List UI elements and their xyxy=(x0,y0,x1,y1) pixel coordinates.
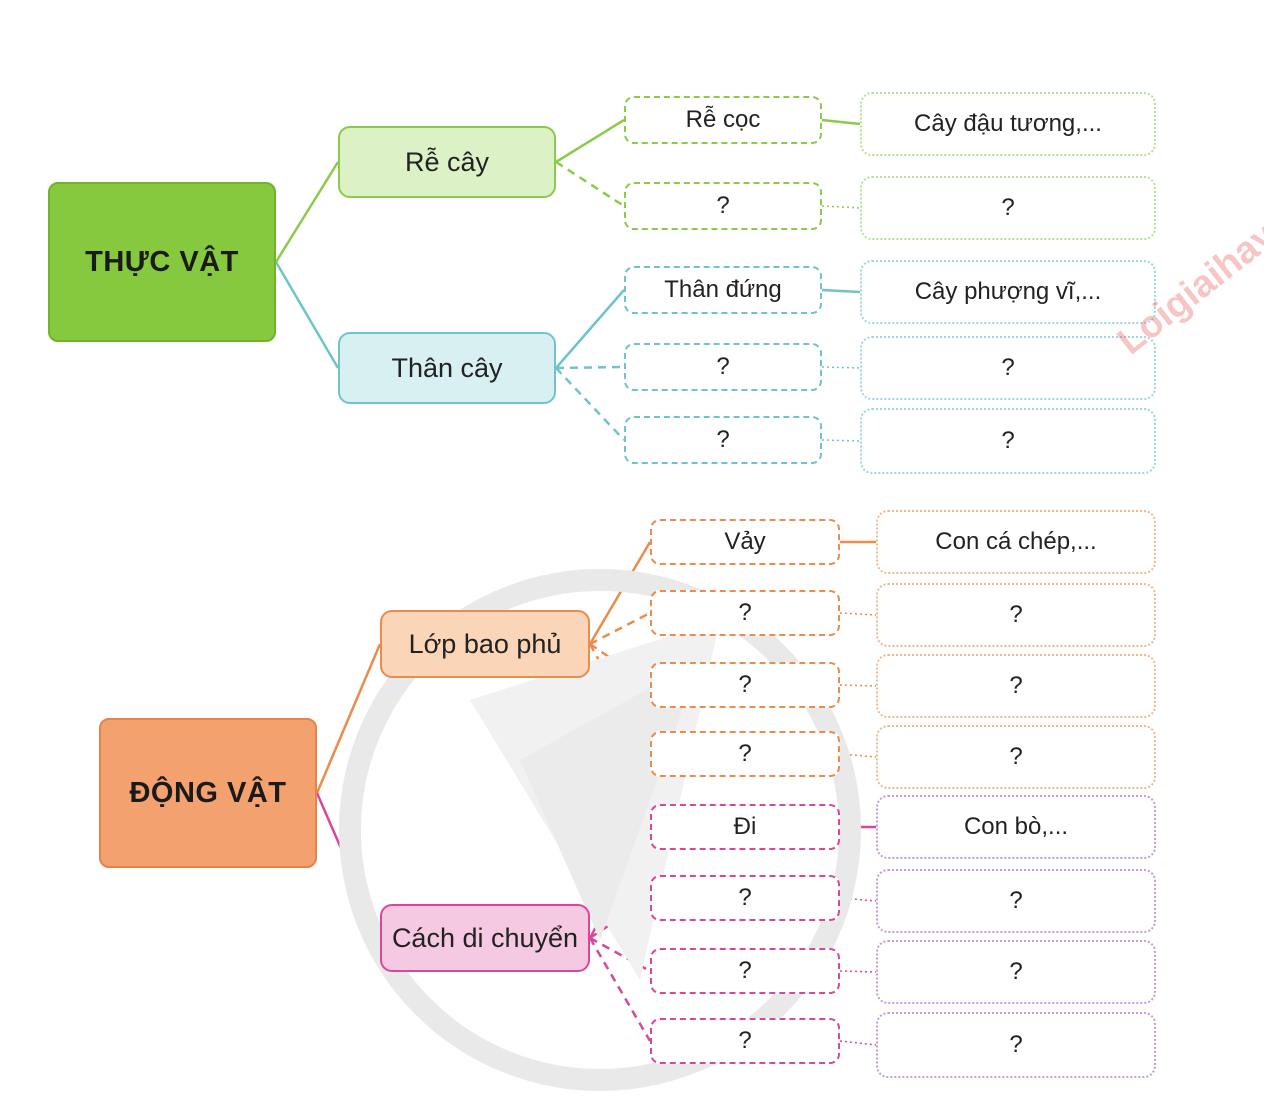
root-example-1: Cây đậu tương,... xyxy=(860,92,1156,156)
cover-type-3: ? xyxy=(650,662,840,708)
cover-example-4: ? xyxy=(876,725,1156,789)
root-group-node: Rễ cây xyxy=(338,126,556,198)
link-cover-example-2 xyxy=(839,612,877,616)
move-type-1: Đi xyxy=(650,804,840,850)
stem-type-3: ? xyxy=(624,416,822,464)
move-example-4: ? xyxy=(876,1012,1156,1078)
move-type-3: ? xyxy=(650,948,840,994)
stem-type-2: ? xyxy=(624,343,822,391)
link-move-example-4 xyxy=(839,1040,877,1046)
connector-root-group-node xyxy=(274,161,340,263)
stem-example-3: ? xyxy=(860,408,1156,474)
connector-cover-type-1 xyxy=(588,541,652,645)
move-type-2: ? xyxy=(650,875,840,921)
stem-type-1: Thân đứng xyxy=(624,266,822,314)
cover-type-1: Vảy xyxy=(650,519,840,565)
connector-root-type-1 xyxy=(555,118,625,164)
link-stem-example-2 xyxy=(821,366,861,369)
link-cover-example-3 xyxy=(839,684,877,687)
connector-stem-type-1 xyxy=(555,289,625,369)
connector-stem-type-2 xyxy=(555,365,625,370)
move-group-node: Cách di chuyển xyxy=(380,904,590,972)
animals-root-node: ĐỘNG VẬT xyxy=(99,718,317,868)
root-type-2: ? xyxy=(624,182,822,230)
move-example-1: Con bò,... xyxy=(876,795,1156,859)
cover-example-2: ? xyxy=(876,583,1156,647)
plants-root-node: THỰC VẬT xyxy=(48,182,276,342)
cover-type-2: ? xyxy=(650,590,840,636)
link-root-example-1 xyxy=(821,118,861,126)
cover-example-1: Con cá chép,... xyxy=(876,510,1156,574)
move-type-4: ? xyxy=(650,1018,840,1064)
stem-group-node: Thân cây xyxy=(338,332,556,404)
link-stem-example-3 xyxy=(821,439,861,442)
connector-move-type-4 xyxy=(588,937,652,1042)
connector-cover-group-node xyxy=(315,643,382,794)
link-stem-example-1 xyxy=(821,288,861,294)
cover-example-3: ? xyxy=(876,654,1156,718)
stem-example-1: Cây phượng vĩ,... xyxy=(860,260,1156,324)
connector-cover-type-2 xyxy=(589,611,651,646)
stem-example-2: ? xyxy=(860,336,1156,400)
connector-stem-group-node xyxy=(274,261,340,369)
cover-group-node: Lớp bao phủ xyxy=(380,610,590,678)
link-root-example-2 xyxy=(821,205,861,209)
root-type-1: Rễ cọc xyxy=(624,96,822,144)
connector-stem-type-3 xyxy=(555,367,625,441)
move-example-2: ? xyxy=(876,869,1156,933)
root-example-2: ? xyxy=(860,176,1156,240)
cover-type-4: ? xyxy=(650,731,840,777)
link-move-example-3 xyxy=(839,970,877,973)
move-example-3: ? xyxy=(876,940,1156,1004)
